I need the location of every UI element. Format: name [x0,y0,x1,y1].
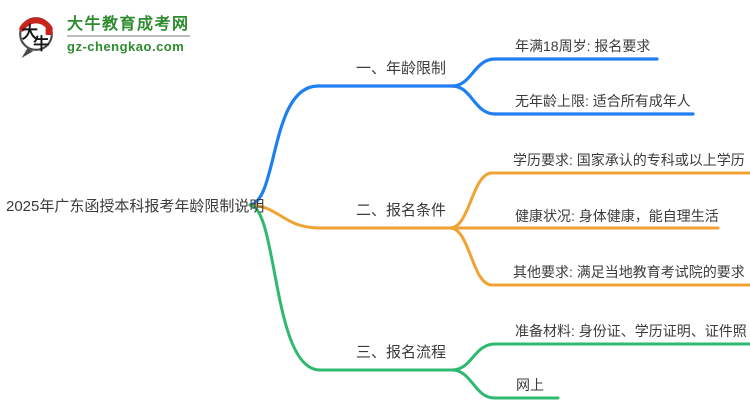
leaf-online-underline [450,368,560,400]
leaf-online-step: 网上 [516,377,544,393]
branch-conditions-main-line [248,203,452,230]
logo-mark-icon: 大 牛 [19,17,53,58]
leaf-other-underline [448,226,750,287]
branch-label-age-limit: 一、年龄限制 [356,60,447,77]
branch-conditions-lines [248,171,750,287]
leaf-materials-underline [450,342,750,372]
logo-divider [67,34,190,37]
site-name: 大牛教育成考网 [67,15,190,33]
logo-speech-tail [21,48,34,58]
logo-red-arc [19,17,53,32]
logo-seal [45,27,53,35]
leaf-age-max-underline [450,84,695,116]
site-logo: 大 牛 大牛教育成考网 gz-chengkao.com [12,8,190,60]
mindmap-root-title: 2025年广东函授本科报考年龄限制说明 [6,198,265,215]
branch-process-main-line [248,203,454,372]
logo-monogram-char-1: 大 [22,23,39,42]
branch-age-limit-lines [248,57,695,207]
leaf-other-requirement: 其他要求: 满足当地教育考试院的要求 [513,264,745,280]
branch-label-conditions: 二、报名条件 [356,202,447,219]
branch-label-process: 三、报名流程 [356,344,447,361]
leaf-health-requirement: 健康状况: 身体健康，能自理生活 [515,208,719,224]
leaf-age-min-underline [450,57,659,88]
branch-age-limit-main-line [248,84,454,207]
logo-monogram-char-2: 牛 [33,34,49,53]
logo-text-block: 大牛教育成考网 gz-chengkao.com [67,15,190,54]
site-domain: gz-chengkao.com [67,38,185,54]
leaf-age-max: 无年龄上限: 适合所有成年人 [515,93,691,109]
leaf-age-min: 年满18周岁: 报名要求 [515,38,651,54]
branch-process-lines [248,203,750,400]
leaf-prepare-materials: 准备材料: 身份证、学历证明、证件照 [515,323,747,339]
leaf-education-underline [448,171,750,230]
leaf-education-requirement: 学历要求: 国家承认的专科或以上学历 [513,152,745,168]
